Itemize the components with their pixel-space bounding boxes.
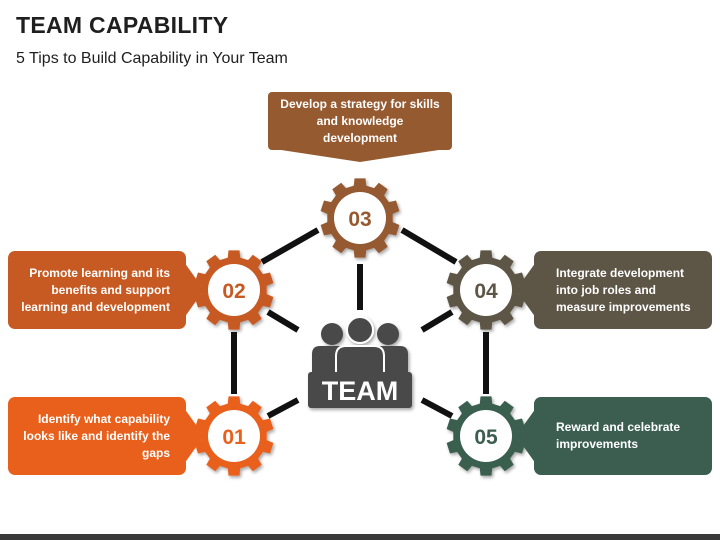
gear-01 <box>194 396 274 476</box>
step-05-card: Reward and celebrate improvements <box>534 397 712 475</box>
gear-04 <box>446 250 526 330</box>
team-label: TEAM <box>322 376 399 406</box>
step-03-text: Develop a strategy for skills and knowle… <box>280 96 440 145</box>
team-people-icon <box>308 316 412 408</box>
gear-03 <box>320 178 400 258</box>
page-title: TEAM CAPABILITY <box>16 12 229 38</box>
connector-03-02 <box>260 227 320 265</box>
step-04-text: Integrate development into job roles and… <box>556 265 691 314</box>
step-04-card-arrow <box>516 262 536 318</box>
step-03-card-pointer <box>268 148 452 162</box>
step-01-number: 01 <box>222 426 246 449</box>
step-01-card-arrow <box>184 408 204 464</box>
step-02-text: Promote learning and its benefits and su… <box>21 265 170 314</box>
connector-01-team <box>266 397 300 419</box>
connector-03-04 <box>400 227 458 265</box>
step-04-card: Integrate development into job roles and… <box>534 251 712 329</box>
gear-center <box>460 410 512 462</box>
team-plate <box>308 372 412 408</box>
step-03-card: Develop a strategy for skills and knowle… <box>268 92 452 150</box>
step-04-number: 04 <box>474 280 498 303</box>
step-05-card-arrow <box>516 408 536 464</box>
step-05-number: 05 <box>474 426 498 449</box>
gear-05 <box>446 396 526 476</box>
step-02-number: 02 <box>222 280 245 303</box>
gear-center <box>460 264 512 316</box>
gear-02 <box>194 250 274 330</box>
gear-center <box>208 410 260 462</box>
step-02-card-arrow <box>184 262 204 318</box>
step-01-card: Identify what capability looks like and … <box>8 397 186 475</box>
connector-04-team <box>420 309 454 333</box>
footer-bar <box>0 534 720 540</box>
connector-lines <box>231 227 489 419</box>
connector-02-team <box>266 309 300 333</box>
page-subtitle: 5 Tips to Build Capability in Your Team <box>16 50 288 67</box>
gear-center <box>334 192 386 244</box>
step-05-text: Reward and celebrate improvements <box>556 420 681 451</box>
step-03-number: 03 <box>348 208 371 231</box>
gear-center <box>208 264 260 316</box>
step-02-card: Promote learning and its benefits and su… <box>8 251 186 329</box>
step-01-text: Identify what capability looks like and … <box>23 411 170 460</box>
connector-05-team <box>420 397 454 419</box>
